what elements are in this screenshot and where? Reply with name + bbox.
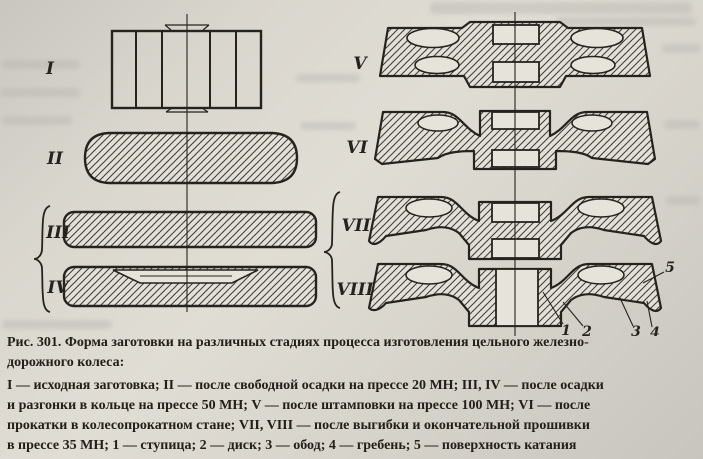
stage-IV-disc-with-recess — [62, 265, 318, 308]
stage-label-I: I — [45, 59, 55, 79]
callout-3-rim: 3 — [631, 324, 641, 336]
caption-line: и разгонки в кольце на прессе 50 МН; V —… — [7, 398, 591, 413]
bleed-through-artifact — [2, 320, 112, 329]
bleed-through-artifact — [662, 44, 700, 53]
stage-label-V: V — [353, 54, 368, 74]
bleed-through-artifact — [296, 74, 360, 82]
stage-label-VI: VI — [346, 138, 368, 158]
bleed-through-artifact — [666, 196, 700, 205]
stage-III-flat-disc — [62, 210, 318, 249]
callout-1-hub: 1 — [561, 323, 571, 336]
callout-4-flange: 4 — [650, 325, 660, 336]
right-column — [323, 12, 665, 336]
bleed-through-artifact — [430, 2, 692, 14]
callout-2-disc: 2 — [581, 324, 592, 336]
brace-VII-VIII — [323, 191, 341, 309]
bleed-through-artifact — [2, 60, 80, 69]
figure-drawing: I II III IV V VI VII VIII 1 2 3 4 5 — [33, 12, 675, 336]
stage-label-II: II — [46, 149, 64, 169]
bleed-through-artifact — [2, 116, 72, 125]
bleed-through-artifact — [0, 88, 80, 97]
caption-line: Рис. 301. Форма заготовки на различных с… — [7, 335, 589, 350]
bleed-through-artifact — [300, 122, 356, 130]
figure-caption: Рис. 301. Форма заготовки на различных с… — [7, 333, 699, 456]
caption-line: дорожного колеса: — [7, 355, 125, 370]
bleed-through-artifact — [664, 120, 700, 129]
brace-III-IV — [33, 205, 51, 313]
caption-line: I — исходная заготовка; II — после свобо… — [7, 378, 604, 393]
caption-line: в прессе 35 МН; 1 — ступица; 2 — диск; 3… — [7, 438, 577, 453]
stage-label-VIII: VIII — [336, 280, 374, 300]
left-column — [33, 14, 318, 313]
stage-label-III: III — [45, 223, 71, 243]
callout-5-tread: 5 — [665, 260, 675, 276]
bleed-through-artifact — [556, 17, 696, 26]
callout-leaders — [542, 271, 665, 328]
stage-II-upset-blank — [83, 131, 299, 185]
stage-VIII-finished-wheel — [367, 262, 663, 328]
stage-label-VII: VII — [341, 216, 371, 236]
caption-line: прокатки в колесопрокатном стане; VII, V… — [7, 418, 590, 433]
stage-label-IV: IV — [46, 278, 70, 298]
